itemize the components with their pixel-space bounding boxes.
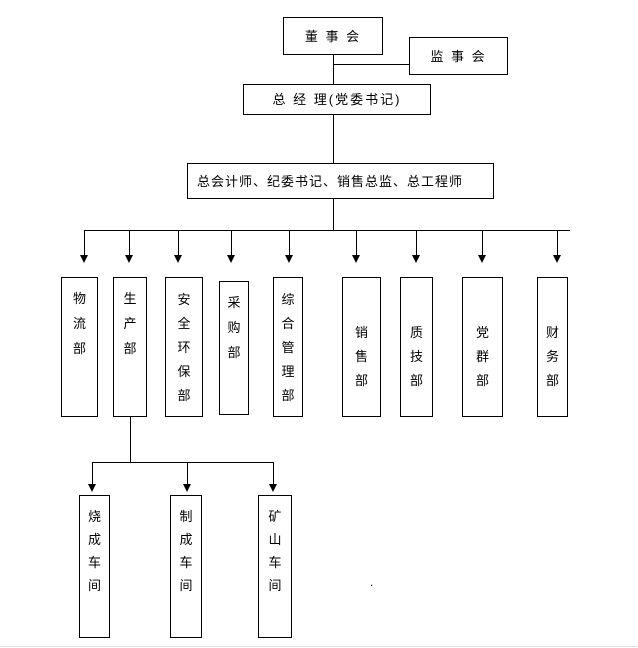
dept-label: 党群部 <box>475 325 489 388</box>
workshop-box-sintering: 烧成车间 <box>79 495 110 638</box>
executives-label: 总会计师、纪委书记、销售总监、总工程师 <box>197 173 464 189</box>
spine-segment-executives-departments <box>333 199 334 230</box>
executives-box: 总会计师、纪委书记、销售总监、总工程师 <box>187 163 494 199</box>
dept-box-procurement: 采购部 <box>219 281 249 415</box>
dept-label: 质技部 <box>409 325 423 388</box>
down-arrow <box>284 230 294 264</box>
general-manager-box: 总 经 理(党委书记) <box>243 84 431 115</box>
dept-box-production: 生产部 <box>113 277 147 417</box>
dept-label: 生产部 <box>123 291 137 356</box>
dept-label: 财务部 <box>545 325 559 388</box>
dept-label: 安全环保部 <box>177 292 191 403</box>
down-arrow <box>552 230 562 264</box>
dept-box-finance: 财务部 <box>537 277 568 417</box>
dept-label: 采购部 <box>227 295 241 360</box>
workshop-box-mining: 矿山车间 <box>258 495 292 638</box>
down-arrow <box>79 230 89 264</box>
workshop-box-finishing: 制成车间 <box>170 495 202 638</box>
dept-box-general-management: 综合管理部 <box>273 277 303 417</box>
workshop-label: 烧成车间 <box>87 509 101 593</box>
department-distribution-line <box>84 230 570 231</box>
down-arrow <box>268 462 278 492</box>
connector-supervisory <box>334 64 409 65</box>
dept-box-party-mass: 党群部 <box>462 277 503 417</box>
workshop-distribution-line <box>92 462 273 463</box>
down-arrow <box>411 230 421 264</box>
down-arrow <box>87 462 97 492</box>
workshop-label: 矿山车间 <box>268 509 282 593</box>
spine-segment-gm-executives <box>333 115 334 163</box>
board-box: 董 事 会 <box>283 17 383 55</box>
dept-box-quality-tech: 质技部 <box>400 277 433 417</box>
dept-label: 物流部 <box>72 291 86 356</box>
down-arrow <box>351 230 361 264</box>
supervisory-box: 监 事 会 <box>409 37 508 75</box>
down-arrow <box>182 462 192 492</box>
workshop-label: 制成车间 <box>179 509 193 593</box>
down-arrow <box>173 230 183 264</box>
spine-segment-board-gm <box>333 55 334 84</box>
board-label: 董 事 会 <box>304 28 362 44</box>
dept-label: 综合管理部 <box>281 292 295 403</box>
production-branch-spine <box>130 417 131 462</box>
dept-box-logistics: 物流部 <box>61 277 98 417</box>
dept-label: 销售部 <box>354 325 368 388</box>
dept-box-sales: 销售部 <box>342 277 381 417</box>
general-manager-label: 总 经 理(党委书记) <box>272 92 402 107</box>
down-arrow <box>124 230 134 264</box>
dept-box-safety-environment: 安全环保部 <box>165 277 203 417</box>
supervisory-label: 监 事 会 <box>430 48 487 64</box>
stray-dot: . <box>370 575 374 589</box>
down-arrow <box>226 230 236 264</box>
page-bottom-rule <box>0 646 638 647</box>
down-arrow <box>477 230 487 264</box>
